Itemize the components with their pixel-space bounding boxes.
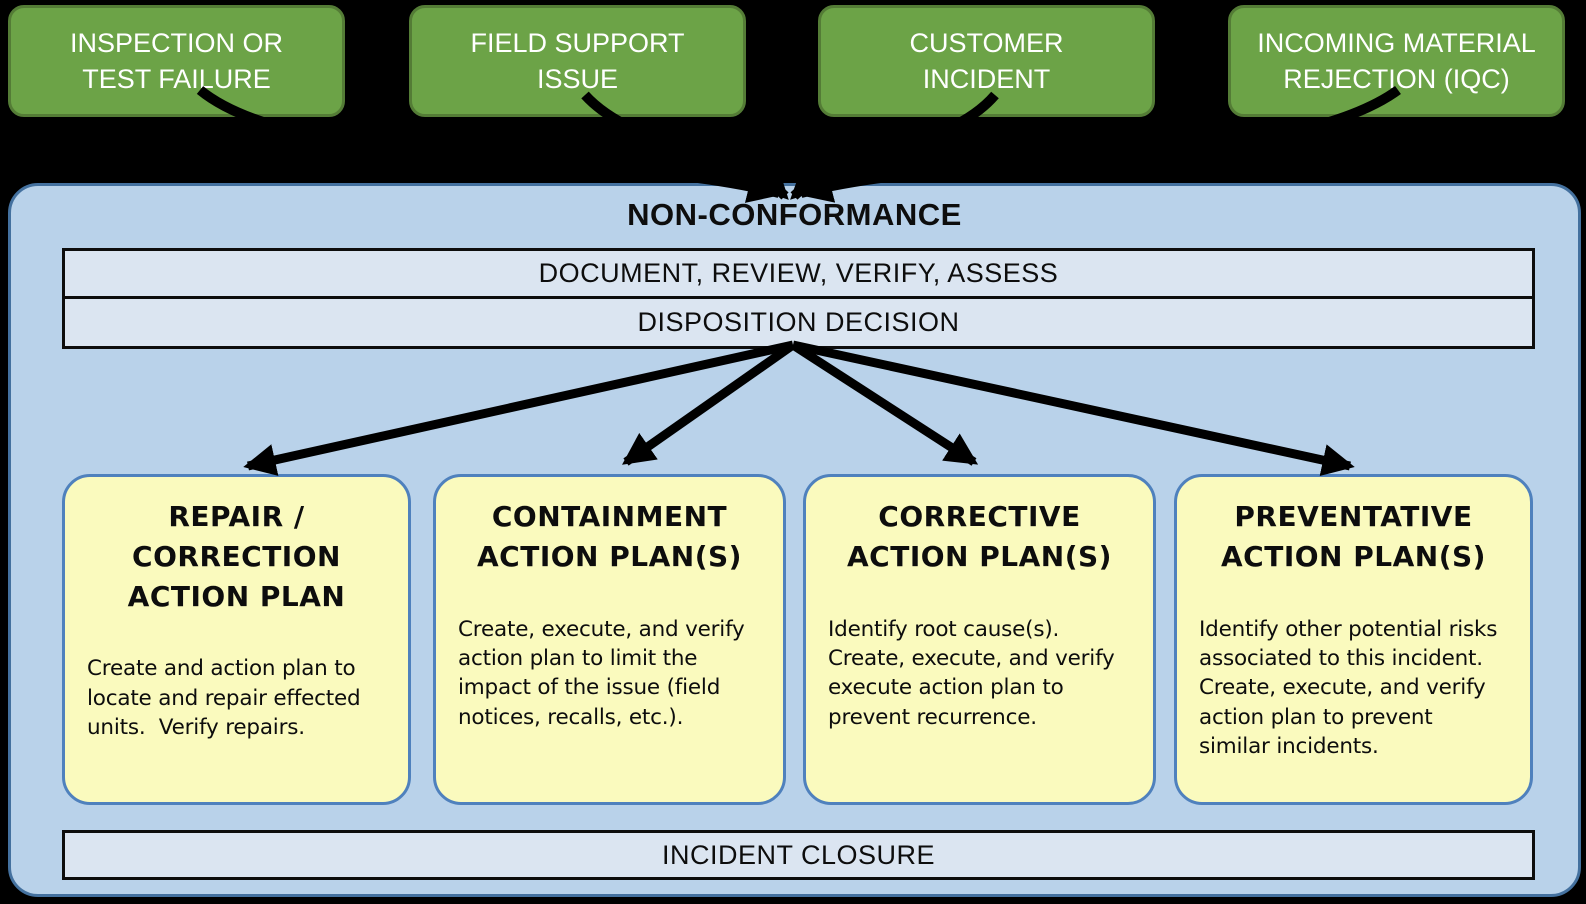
plan-body: Create and action plan to locate and rep… <box>87 656 368 741</box>
plan-title: CORRECTIVE ACTION PLAN(S) <box>847 500 1112 573</box>
plan-title: REPAIR / CORRECTION ACTION PLAN <box>127 500 346 613</box>
plan-title: CONTAINMENT ACTION PLAN(S) <box>477 500 742 573</box>
source-label: INCOMING MATERIAL REJECTION (IQC) <box>1257 27 1536 94</box>
source-box-customer-incident: CUSTOMER INCIDENT <box>818 5 1155 117</box>
source-box-inspection-failure: INSPECTION OR TEST FAILURE <box>8 5 345 117</box>
source-box-incoming-material-rejection: INCOMING MATERIAL REJECTION (IQC) <box>1228 5 1565 117</box>
plan-box-corrective: CORRECTIVE ACTION PLAN(S) Identify root … <box>803 474 1156 805</box>
plan-box-preventative: PREVENTATIVE ACTION PLAN(S) Identify oth… <box>1174 474 1533 805</box>
plan-title: PREVENTATIVE ACTION PLAN(S) <box>1221 500 1486 573</box>
step-document-review-verify-assess: DOCUMENT, REVIEW, VERIFY, ASSESS <box>62 248 1535 299</box>
plan-box-repair-correction: REPAIR / CORRECTION ACTION PLAN Create a… <box>62 474 411 805</box>
plan-body: Create, execute, and verify action plan … <box>458 616 752 730</box>
step-incident-closure: INCIDENT CLOSURE <box>62 830 1535 880</box>
source-to-panel-arrows <box>196 85 1401 203</box>
plan-box-containment: CONTAINMENT ACTION PLAN(S) Create, execu… <box>433 474 786 805</box>
plan-body: Identify other potential risks associate… <box>1199 616 1504 760</box>
source-label: FIELD SUPPORT ISSUE <box>470 27 685 94</box>
step-disposition-decision: DISPOSITION DECISION <box>62 296 1535 349</box>
source-box-field-support-issue: FIELD SUPPORT ISSUE <box>409 5 746 117</box>
plan-body: Identify root cause(s). Create, execute,… <box>828 616 1122 730</box>
source-label: CUSTOMER INCIDENT <box>909 27 1064 94</box>
panel-title: NON-CONFORMANCE <box>627 197 962 232</box>
source-label: INSPECTION OR TEST FAILURE <box>69 27 284 94</box>
